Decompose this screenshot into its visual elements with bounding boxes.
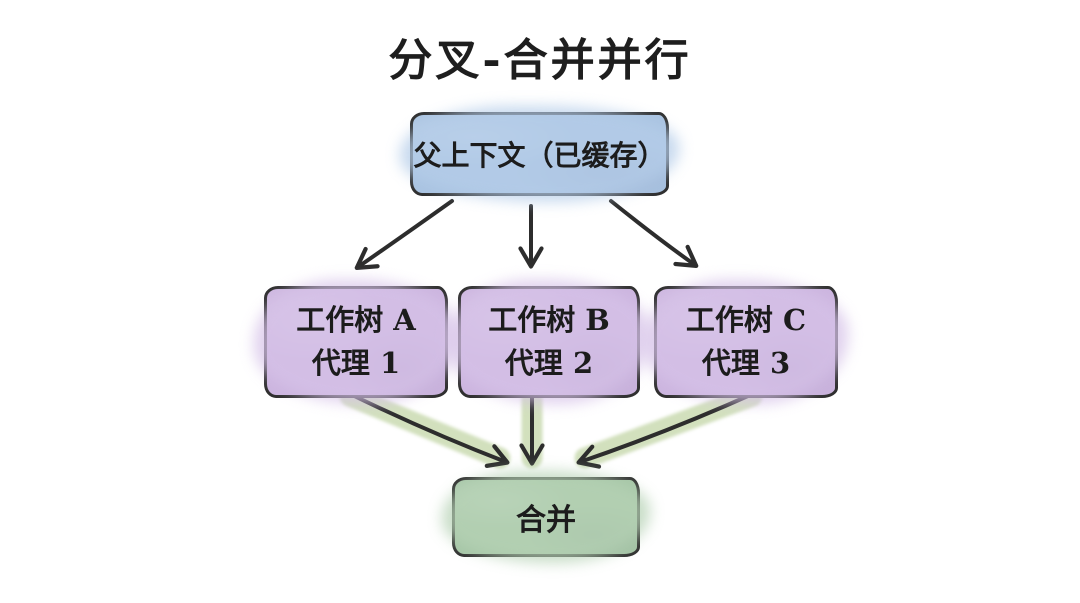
worktree-c-name: 工作树 C: [685, 302, 807, 337]
worktree-a-name: 工作树 A: [296, 302, 416, 337]
worktree-b-agent: 代理 2: [504, 346, 594, 380]
worktree-c-agent: 代理 3: [701, 346, 791, 380]
parent-context-box: 父上下文（已缓存）: [410, 112, 669, 196]
arrow-parent-to-worktree-c: [609, 199, 699, 268]
worktree-c-box: 工作树 C 代理 3: [654, 286, 838, 398]
worktree-a-box: 工作树 A 代理 1: [264, 286, 448, 398]
arrow-parent-to-worktree-a: [354, 199, 454, 270]
parent-context-label: 父上下文（已缓存）: [413, 139, 666, 172]
worktree-a-agent: 代理 1: [311, 346, 401, 380]
merge-label: 合并: [516, 503, 576, 538]
worktree-b-box: 工作树 B 代理 2: [458, 286, 640, 398]
worktree-b-name: 工作树 B: [488, 302, 610, 337]
diagram-title: 分叉-合并并行: [388, 35, 692, 86]
merge-box: 合并: [452, 477, 640, 557]
